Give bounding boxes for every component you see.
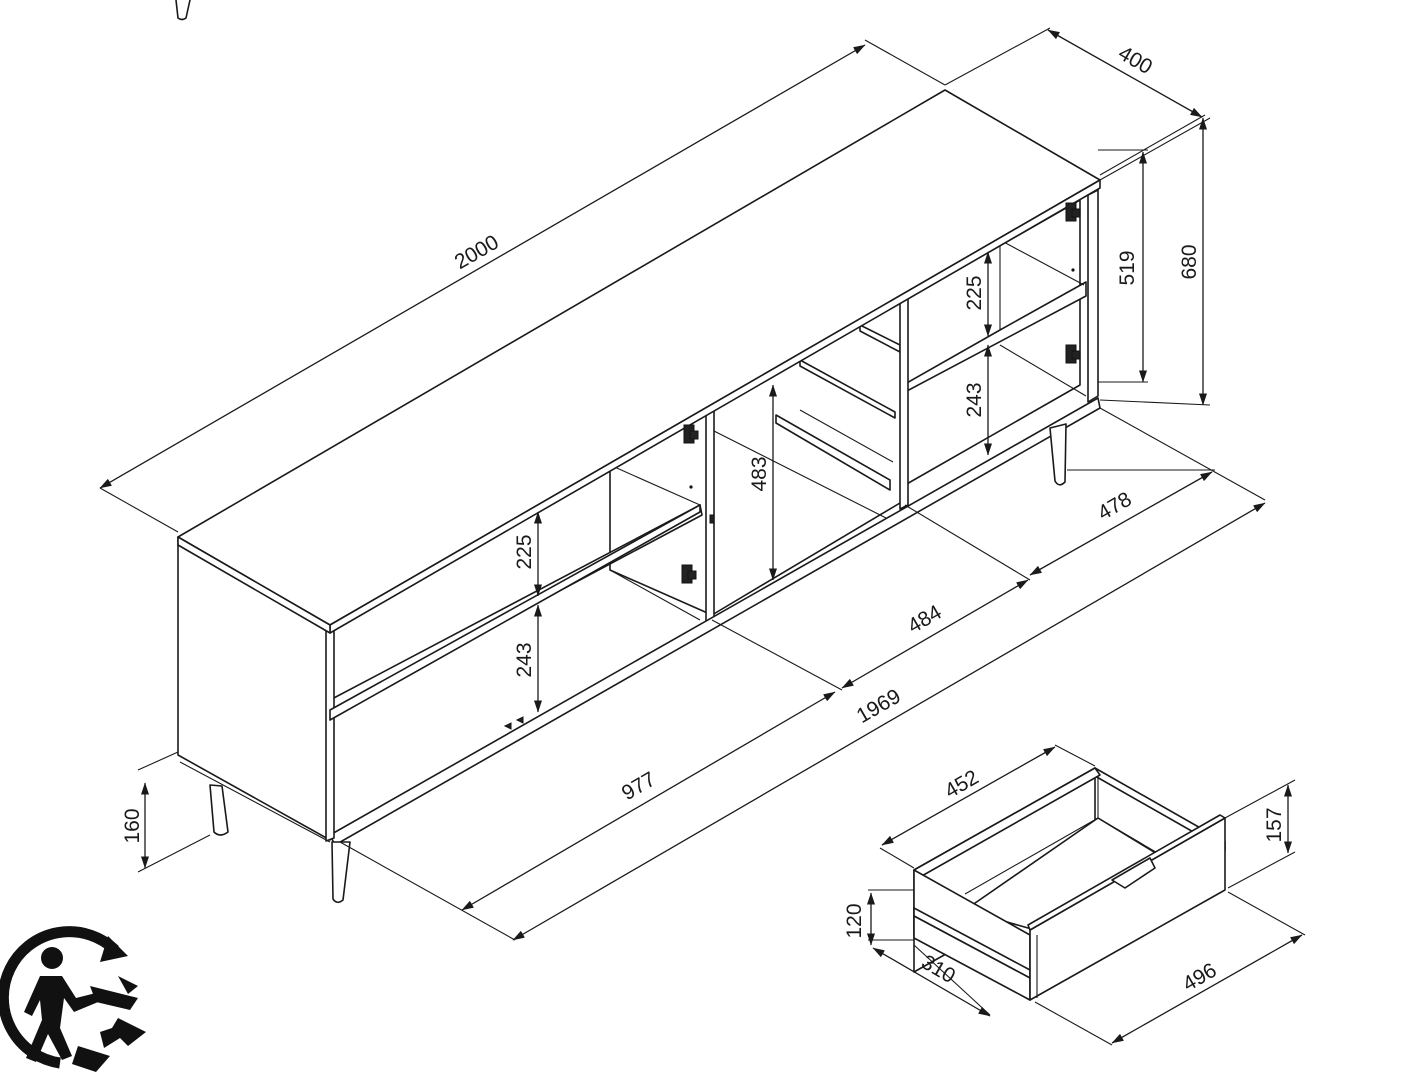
label-drawer-inner-length: 452 [941,766,983,803]
drawer-handle [1111,857,1156,889]
label-center-height: 483 [748,456,771,491]
recycling-disposal-icon [0,926,146,1072]
label-inner-width: 1969 [853,685,905,728]
label-drawer-front-height: 157 [1263,807,1286,842]
label-center-section-width: 484 [904,600,946,638]
hinge-right-top [1065,202,1081,222]
label-height-body: 519 [1116,250,1139,285]
label-shelf-lower-right: 243 [963,382,986,417]
right-side-panel-inner [1087,189,1099,403]
drawer-detail: 452 157 120 310 496 [843,744,1306,1046]
label-drawer-front-width: 496 [1179,959,1221,996]
dimension-lines [99,27,1266,941]
leg-fragment [175,0,191,21]
leg-back-left [209,784,229,836]
leg-front-right [1049,423,1067,486]
label-height-total: 680 [1178,244,1201,279]
label-shelf-upper-right: 225 [963,275,986,310]
label-depth: 400 [1114,42,1156,79]
dim-drawer-inner-length [881,746,1056,846]
label-shelf-upper-left: 225 [513,534,536,569]
dim-drawer-front-width [1111,934,1303,1044]
label-total-width: 2000 [451,231,503,274]
label-drawer-box-height: 120 [843,903,866,938]
partition-right [899,297,909,510]
label-leg-height: 160 [121,808,144,843]
dim-drawer-box-depth [872,947,991,1017]
left-front-edge [325,621,335,842]
top-board-side-edge [177,536,331,634]
hinge-right-bottom [1065,344,1081,364]
label-shelf-lower-left: 243 [513,642,536,677]
leg-front-left [331,841,351,904]
label-left-section-width: 977 [618,768,660,805]
